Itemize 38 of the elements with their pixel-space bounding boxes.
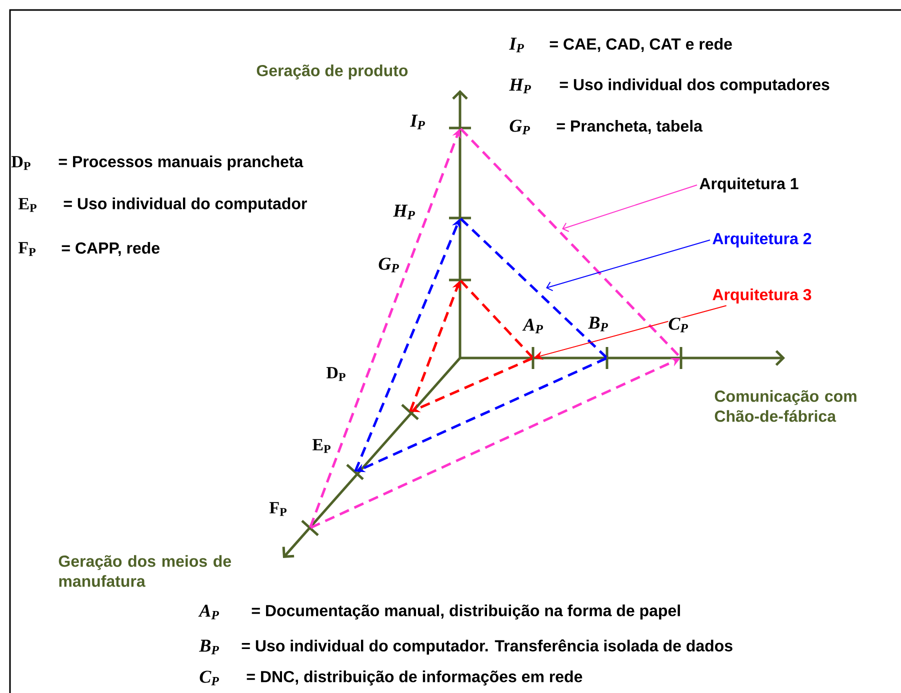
- tick-mark: [680, 347, 682, 369]
- symbol-label: E$_{P}$: [18, 198, 36, 212]
- text-label: Arquitetura 1: [700, 178, 798, 192]
- tick-mark: [606, 347, 608, 369]
- leader-arrow: [562, 184, 698, 232]
- tick-label: C$_{P}$: [668, 318, 688, 332]
- tick-mark: [301, 520, 319, 536]
- definition-text: = Uso individual do computador: [64, 198, 307, 212]
- text-label: Arquitetura 3: [712, 288, 812, 304]
- symbol-label: H$_{P}$: [509, 78, 531, 94]
- tick-mark: [449, 216, 471, 220]
- tick-label: H$_{P}$: [393, 204, 416, 220]
- symbol-label: A$_{P}$: [198, 604, 219, 620]
- definition-text: = Uso individual dos computadores: [560, 78, 830, 94]
- definition-text: = CAPP, rede: [62, 242, 160, 256]
- definition-text: = DNC, distribuição de informações em rede: [246, 670, 582, 686]
- tick-mark: [449, 278, 471, 282]
- axis-title: Geração dos meios de manufatura: [58, 555, 232, 587]
- tick-mark: [449, 126, 471, 130]
- text-label: Arquitetura 2: [712, 232, 812, 248]
- tick-mark: [401, 404, 419, 420]
- symbol-label: D$_{P}$: [12, 156, 30, 170]
- symbol-label: G$_{P}$: [510, 120, 530, 134]
- definition-text: = CAE, CAD, CAT e rede: [550, 38, 732, 52]
- symbol-label: B$_{P}$: [199, 640, 219, 654]
- tick-label: I$_{P}$: [410, 114, 426, 130]
- symbol-label: F$_{P}$: [18, 242, 36, 256]
- tick-label: G$_{P}$: [378, 258, 400, 272]
- definition-text: = Prancheta, tabela: [556, 120, 703, 134]
- symbol-label: I$_{P}$: [509, 38, 524, 52]
- tick-mark: [532, 347, 534, 369]
- definition-text: = Uso individual do computador. Transferência isolada de dados: [242, 639, 732, 655]
- tick-label: D$_{P}$: [326, 367, 346, 381]
- symbol-label: C$_{P}$: [200, 670, 219, 686]
- definition-text: = Processos manuais prancheta: [58, 156, 304, 170]
- definition-text: = Documentação manual, distribuição na forma de papel: [252, 604, 680, 620]
- tick-mark: [346, 464, 364, 480]
- leader-arrow: [546, 240, 710, 292]
